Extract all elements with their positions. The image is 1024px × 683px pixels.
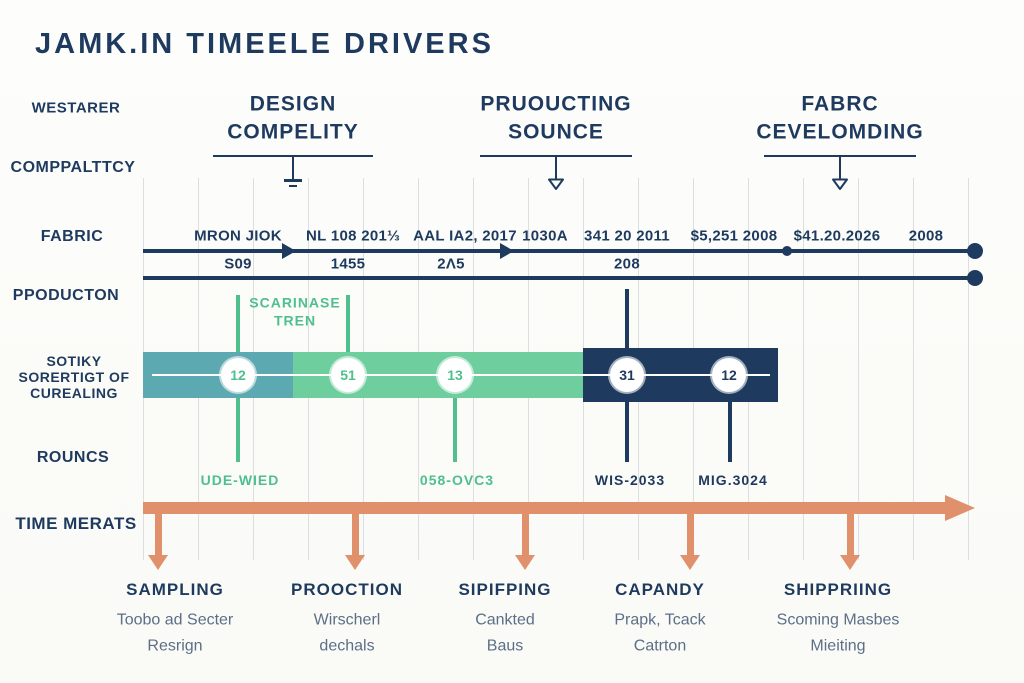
line-dot-icon bbox=[782, 246, 792, 256]
side-label: FABRIC bbox=[40, 228, 104, 245]
side-label: WESTARER bbox=[31, 99, 121, 117]
code-label: UDE-WIED bbox=[200, 472, 280, 488]
down-arrow-icon bbox=[831, 178, 849, 191]
timeline-line-production bbox=[143, 276, 975, 280]
column-stem bbox=[839, 157, 841, 179]
time-axis-arrowhead-icon bbox=[945, 495, 975, 521]
grid-line bbox=[858, 178, 859, 560]
down-arrow-stem bbox=[154, 514, 162, 556]
stage-subtitle: Cankted Baus bbox=[475, 611, 535, 654]
timeline-label-above: NL 108 201⅓ bbox=[306, 227, 400, 245]
down-arrow-stem bbox=[846, 514, 854, 556]
column-underline bbox=[764, 155, 916, 157]
code-label: 058-OVC3 bbox=[419, 472, 495, 488]
stage-title: SAMPLING bbox=[126, 580, 224, 599]
ground-symbol-icon bbox=[284, 179, 302, 182]
stage-title: SHIPPRIING bbox=[783, 580, 893, 599]
stage-subtitle: Scoming Masbes Mieiting bbox=[776, 611, 900, 654]
timeline-label-above: $5,251 2008 bbox=[690, 227, 778, 245]
bar-milestone-circle: 51 bbox=[331, 358, 365, 392]
accent-line bbox=[236, 398, 240, 462]
down-arrow-head-icon bbox=[515, 555, 535, 570]
grid-line bbox=[968, 178, 969, 560]
side-label: SOTIKY SORERTIGT OF CUREALING bbox=[18, 353, 130, 401]
code-label: WIS-2033 bbox=[594, 472, 666, 488]
timeline-label-above: 341 20 2011 bbox=[584, 227, 670, 245]
accent-line bbox=[453, 398, 457, 462]
timeline-label-above: MRON JIOK bbox=[194, 227, 282, 245]
down-arrow-stem bbox=[521, 514, 529, 556]
line-end-dot-icon bbox=[967, 243, 983, 259]
column-stem bbox=[555, 157, 557, 179]
bar-milestone-circle: 13 bbox=[438, 358, 472, 392]
line-end-dot-icon bbox=[967, 270, 983, 286]
timeline-label-above: 2008 bbox=[908, 227, 944, 245]
timeline-label-above: AAL IA2, 2017 bbox=[413, 227, 517, 245]
down-arrow-head-icon bbox=[840, 555, 860, 570]
down-arrow-stem bbox=[686, 514, 694, 556]
timeline-label-below: 1455 bbox=[330, 255, 366, 273]
grid-line bbox=[803, 178, 804, 560]
stage-title: PROOCTION bbox=[291, 580, 403, 599]
side-label: ROUNCS bbox=[36, 449, 110, 466]
down-arrow-head-icon bbox=[148, 555, 168, 570]
page-title: JAMK.IN TIMEELE DRIVERS bbox=[35, 28, 494, 60]
stage-title: CAPANDY bbox=[615, 580, 705, 599]
accent-line bbox=[728, 402, 732, 462]
timeline-label-below: S09 bbox=[224, 255, 252, 273]
right-arrowhead-icon bbox=[282, 243, 296, 259]
annotation-label: SCARINASE TREN bbox=[249, 294, 341, 329]
timeline-label-below: 2Λ5 bbox=[437, 255, 465, 273]
accent-line bbox=[625, 289, 629, 348]
side-label: PPODUCTON bbox=[12, 287, 120, 304]
right-arrowhead-icon bbox=[500, 243, 514, 259]
down-arrow-head-icon bbox=[345, 555, 365, 570]
accent-line bbox=[236, 295, 240, 352]
down-arrow-head-icon bbox=[680, 555, 700, 570]
column-underline bbox=[480, 155, 632, 157]
timeline-line-fabric bbox=[143, 249, 975, 253]
timeline-label-above: 1030A bbox=[522, 227, 568, 245]
bar-milestone-circle: 12 bbox=[712, 358, 746, 392]
column-header: FABRC CEVELOMDING bbox=[756, 92, 924, 143]
bar-milestone-circle: 12 bbox=[221, 358, 255, 392]
code-label: MIG.3024 bbox=[698, 472, 768, 488]
down-arrow-icon bbox=[547, 178, 565, 191]
grid-line bbox=[913, 178, 914, 560]
timeline-label-above: $41.20.2026 bbox=[793, 227, 881, 245]
side-label: TIME MERATS bbox=[15, 514, 137, 533]
column-underline bbox=[213, 155, 373, 157]
stage-title: SIPIFPING bbox=[458, 580, 552, 599]
accent-line bbox=[625, 402, 629, 462]
side-label: COMPPALTTCY bbox=[10, 159, 136, 176]
ground-symbol-icon bbox=[289, 185, 297, 187]
column-header: DESIGN COMPELITY bbox=[227, 92, 359, 143]
stage-subtitle: Prapk, Tcack Catrton bbox=[614, 611, 706, 654]
column-stem bbox=[292, 157, 294, 179]
accent-line bbox=[346, 295, 350, 352]
stage-subtitle: Toobo ad Secter Resrign bbox=[116, 611, 234, 654]
timeline-label-below: 208 bbox=[614, 255, 640, 273]
stage-subtitle: Wirscherl dechals bbox=[313, 611, 381, 654]
time-axis-bar bbox=[143, 502, 947, 514]
bar-milestone-circle: 31 bbox=[610, 358, 644, 392]
column-header: PRUOUCTING SOUNCE bbox=[480, 92, 632, 143]
down-arrow-stem bbox=[351, 514, 359, 556]
